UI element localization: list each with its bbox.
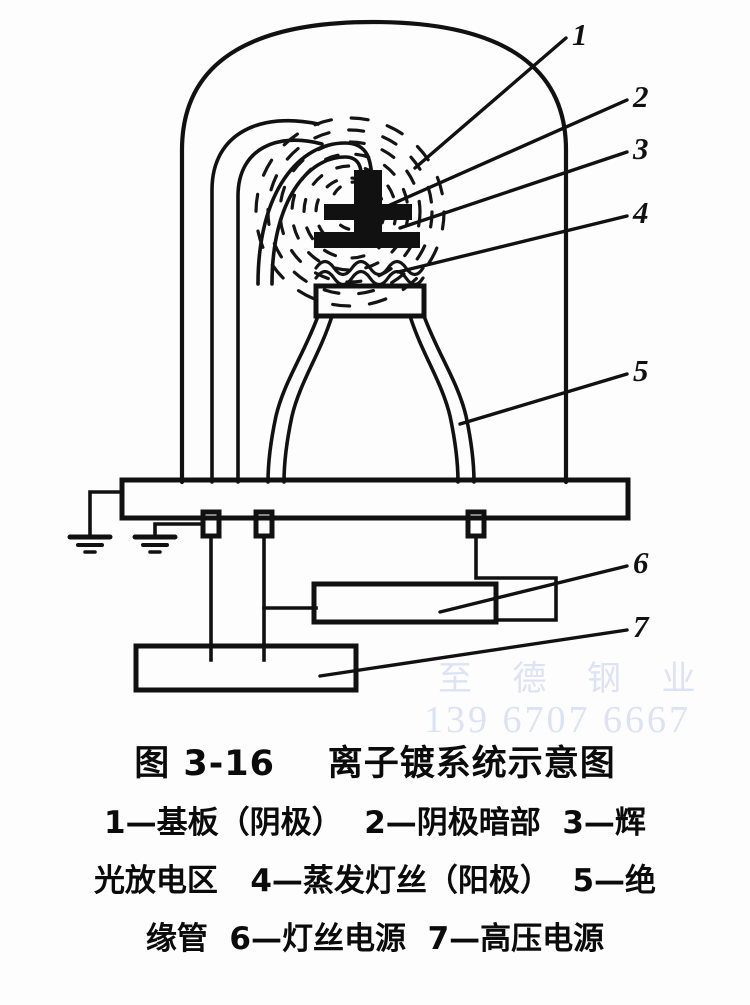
figure-legend-line-2: 光放电区 4—蒸发灯丝（阳极） 5—绝 — [93, 863, 657, 899]
ground-icon-2 — [132, 534, 178, 554]
callout-leaders — [318, 36, 629, 678]
ground-symbols — [67, 490, 205, 554]
callout-number-7: 7 — [633, 609, 650, 644]
callout-number-5: 5 — [633, 353, 649, 388]
filament-power-supply — [311, 581, 499, 625]
callout-numbers: 1 2 3 4 5 6 7 — [572, 17, 650, 644]
callout-number-1: 1 — [572, 17, 588, 52]
inner-shield — [210, 118, 324, 484]
callout-number-2: 2 — [632, 79, 649, 114]
figure-legend-line-3: 缘管 6—灯丝电源 7—高压电源 — [145, 921, 605, 957]
high-voltage-power-supply — [133, 643, 359, 693]
substrate-cathode — [314, 170, 420, 248]
insulating-tubes — [266, 314, 476, 484]
bell-jar — [179, 19, 569, 485]
callout-number-3: 3 — [632, 131, 649, 166]
figure-legend-line-1: 1—基板（阴极） 2—阴极暗部 3—辉 — [104, 805, 646, 841]
callout-number-6: 6 — [633, 545, 649, 580]
watermark-phone: 139 6707 6667 — [424, 699, 691, 741]
evaporation-filament — [314, 259, 425, 287]
ground-icon-1 — [67, 534, 113, 554]
watermark-company: 至 德 钢 业 — [438, 660, 712, 698]
filament-mount — [313, 283, 427, 319]
figure-title: 图 3-16 离子镀系统示意图 — [134, 744, 616, 784]
base-plate — [119, 477, 631, 521]
callout-number-4: 4 — [632, 195, 649, 230]
circuit-wiring — [209, 534, 558, 662]
watermark-group: 至 德 钢 业 139 6707 6667 — [424, 660, 712, 741]
